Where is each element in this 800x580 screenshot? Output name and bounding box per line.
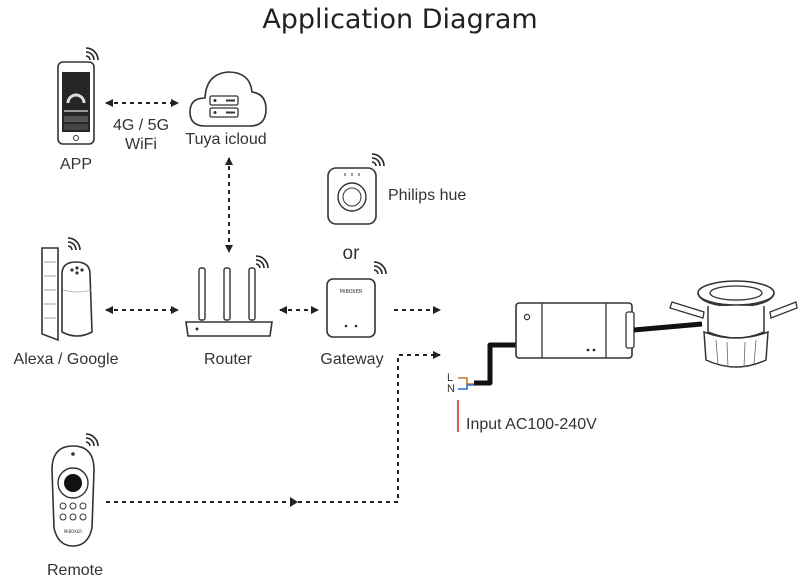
remote-brand: MiBOXER bbox=[64, 529, 82, 534]
phone-wifi-icon bbox=[85, 47, 99, 61]
wire-n bbox=[458, 384, 474, 390]
power-input-wiring: L N bbox=[447, 342, 522, 432]
router-icon bbox=[185, 267, 273, 337]
label-gateway: Gateway bbox=[320, 351, 384, 368]
connectors bbox=[105, 99, 441, 503]
router-wifi-icon bbox=[255, 255, 269, 269]
svg-text:L: L bbox=[447, 372, 453, 384]
gateway-wifi-icon bbox=[373, 261, 387, 275]
label-cloud: Tuya icloud bbox=[185, 131, 267, 148]
remote-path-midarrow bbox=[290, 497, 298, 507]
hue-bridge-icon bbox=[327, 167, 377, 225]
led-driver-icon bbox=[515, 302, 635, 359]
label-router: Router bbox=[203, 351, 253, 368]
remote-wifi-icon bbox=[85, 433, 99, 447]
label-network-line2: WiFi bbox=[125, 136, 157, 153]
gateway-icon: MiBOXER bbox=[326, 278, 376, 338]
gateway-brand: MiBOXER bbox=[340, 289, 363, 295]
smart-speaker-icon bbox=[41, 247, 93, 342]
phone-icon bbox=[57, 61, 95, 145]
remote-icon: MiBOXER bbox=[51, 445, 95, 547]
label-network-line1: 4G / 5G bbox=[112, 117, 170, 134]
label-alexa: Alexa / Google bbox=[13, 351, 119, 368]
label-hue: Philips hue bbox=[388, 187, 467, 204]
svg-text:N: N bbox=[447, 383, 455, 395]
connector-remote-driver bbox=[106, 351, 441, 503]
downlight-icon bbox=[669, 280, 798, 368]
label-app: APP bbox=[59, 156, 93, 173]
cloud-icon bbox=[189, 71, 267, 127]
label-or: or bbox=[342, 243, 360, 264]
driver-to-light-cable bbox=[633, 321, 703, 333]
wire-l bbox=[458, 377, 474, 385]
hue-wifi-icon bbox=[371, 153, 385, 167]
diagram-title: Application Diagram bbox=[262, 4, 538, 35]
label-remote: Remote bbox=[46, 562, 104, 579]
label-input: Input AC100-240V bbox=[466, 416, 597, 433]
speaker-wifi-icon bbox=[67, 237, 81, 251]
label-network: 4G / 5G WiFi bbox=[113, 116, 169, 154]
